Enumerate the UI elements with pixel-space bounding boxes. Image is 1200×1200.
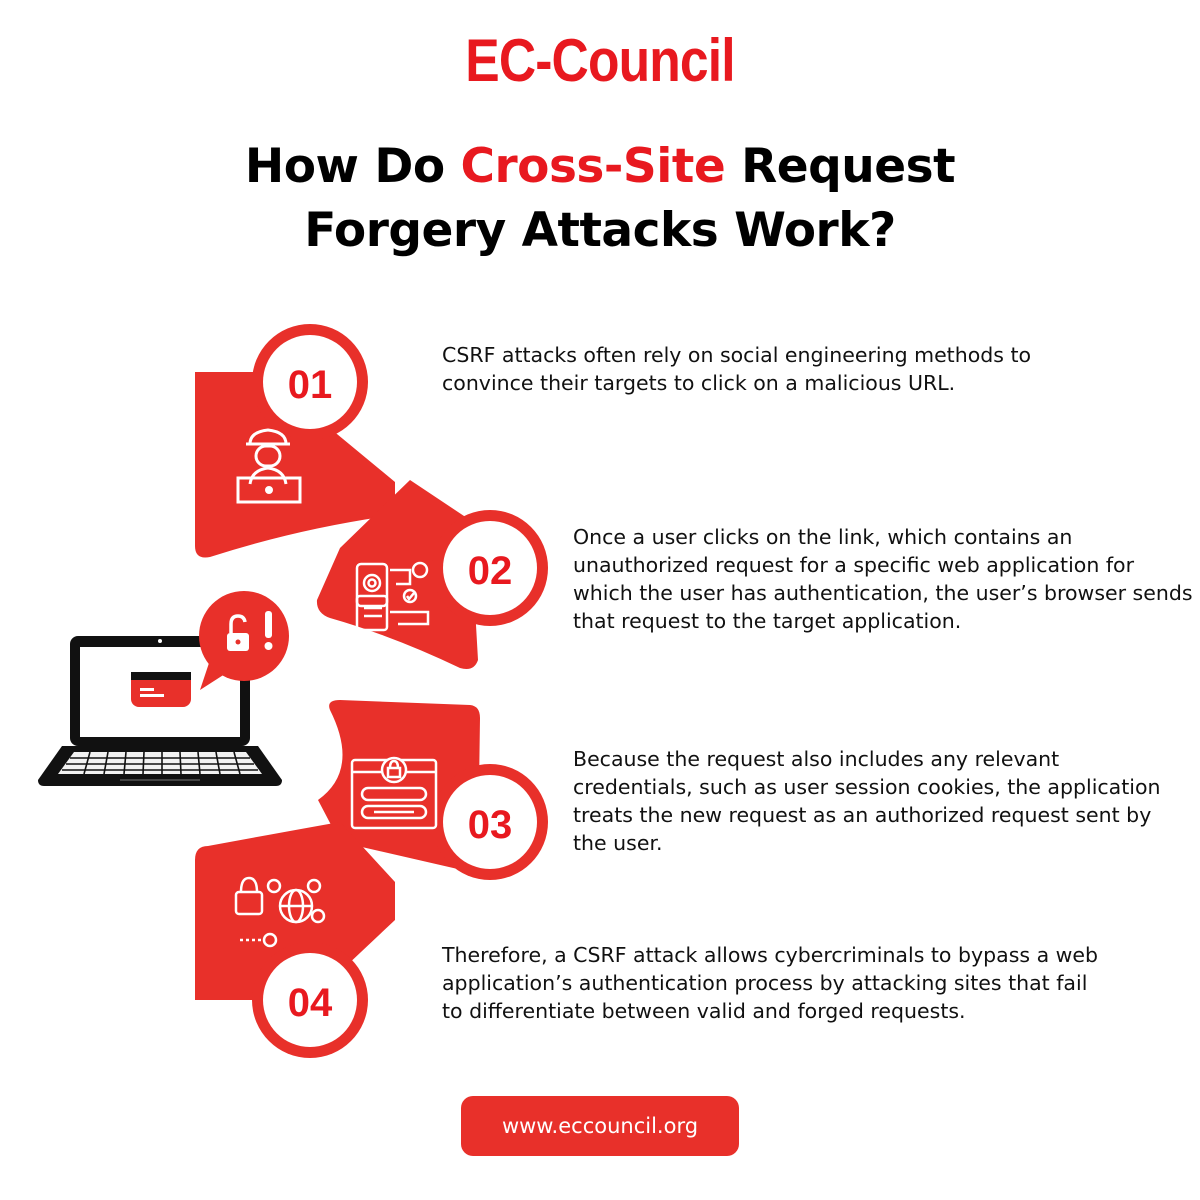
step-2-text: Once a user clicks on the link, which co…	[573, 525, 1193, 633]
step-1-segment	[195, 324, 395, 558]
page-title: How Do Cross-Site Request Forgery Attack…	[0, 135, 1200, 263]
hacker-laptop-icon	[236, 428, 302, 504]
step-1-text: CSRF attacks often rely on social engine…	[442, 343, 1032, 395]
title-part2: Request	[725, 139, 956, 194]
step-4-text: Therefore, a CSRF attack allows cybercri…	[442, 943, 1099, 1023]
padlock-globe-network-icon	[234, 876, 326, 948]
step-3-segment	[318, 700, 548, 880]
locked-browser-window-icon	[350, 756, 438, 830]
step-3-number: 03	[468, 803, 513, 847]
step-2-number: 02	[468, 549, 513, 593]
step-1-number: 01	[288, 363, 333, 407]
fingerprint-authentication-icon	[355, 561, 430, 632]
step-3-text: Because the request also includes any re…	[573, 747, 1161, 855]
step-2-segment	[316, 480, 548, 669]
unlocked-padlock-alert-icon	[199, 591, 289, 690]
website-link-button[interactable]: www.eccouncil.org	[461, 1096, 739, 1156]
title-line2: Forgery Attacks Work?	[304, 203, 896, 258]
title-part1: How Do	[244, 139, 461, 194]
step-4-number: 04	[288, 981, 333, 1025]
step-4-segment	[195, 822, 395, 1058]
title-highlight: Cross-Site	[460, 139, 726, 194]
brand-logo: EC-Council	[465, 27, 735, 94]
